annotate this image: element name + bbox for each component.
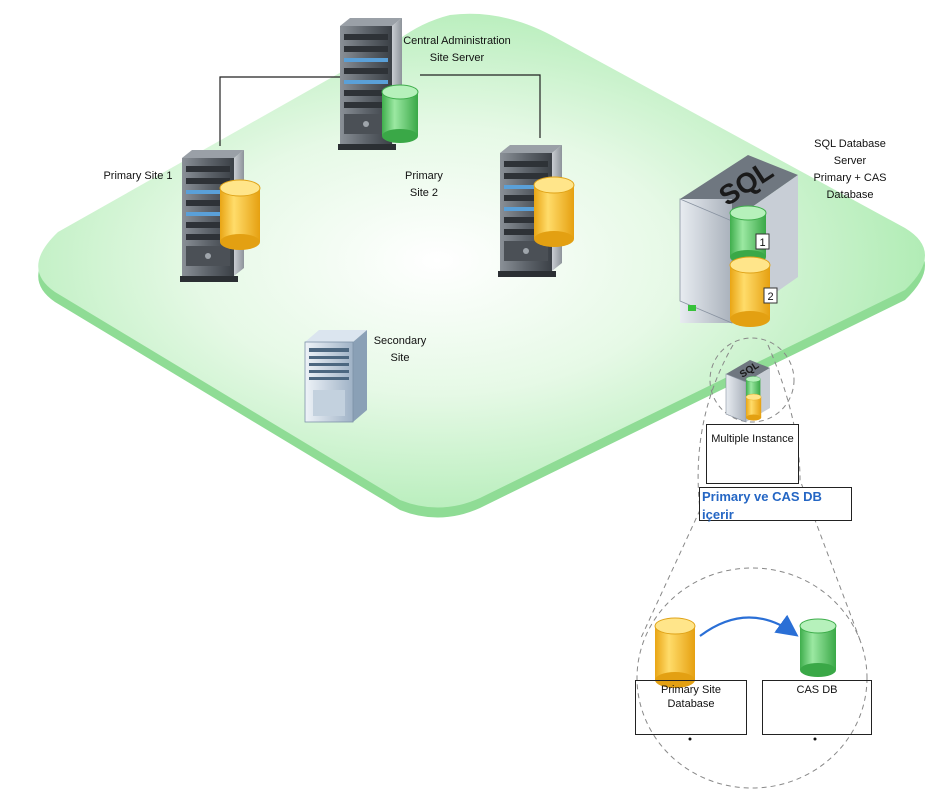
cas-label-line1: Central Administration (403, 35, 511, 47)
sql-server-icon: SQL 1 2 (679, 154, 798, 328)
primary2-label: Primary Site 2 (405, 170, 443, 199)
primary-db-box: Primary Site Database (635, 680, 747, 735)
small-sql-instance-icon: SQL (725, 360, 770, 423)
primary-db-label-line2: Database (667, 698, 715, 710)
multiple-instance-label: Multiple Instance (711, 433, 794, 445)
primary1-label: Primary Site 1 (103, 170, 173, 182)
zoom-callout-lines (636, 337, 868, 789)
svg-text:2: 2 (767, 291, 773, 303)
callout-box: Primary ve CAS DB içerir (699, 487, 852, 522)
cas-label: Central Administration Site Server (392, 33, 522, 67)
callout-text: Primary ve CAS DB içerir (702, 489, 822, 522)
cas-database-icon (799, 618, 837, 678)
cas-db-box: CAS DB (762, 680, 872, 735)
badge-1: 1 (755, 233, 770, 250)
badge-2: 2 (763, 287, 778, 304)
primary-site-database-icon (654, 617, 696, 689)
connector-cas-primary1 (219, 76, 342, 146)
secondary-label: Secondary Site (373, 335, 427, 364)
cas-label-line2: Site Server (429, 52, 485, 64)
connector-lines (219, 74, 541, 146)
sql-server-label: SQL Database Server Primary + CAS Databa… (813, 138, 887, 201)
replication-arrow (699, 614, 799, 637)
secondary-server-icon (304, 330, 367, 423)
svg-text:1: 1 (759, 237, 765, 249)
primary-db-label-line1: Primary Site (661, 684, 721, 696)
cas-db-label: CAS DB (796, 684, 838, 696)
multiple-instance-box: Multiple Instance (706, 424, 799, 484)
connector-cas-primary2 (420, 74, 541, 138)
platform-diamond (38, 13, 925, 518)
